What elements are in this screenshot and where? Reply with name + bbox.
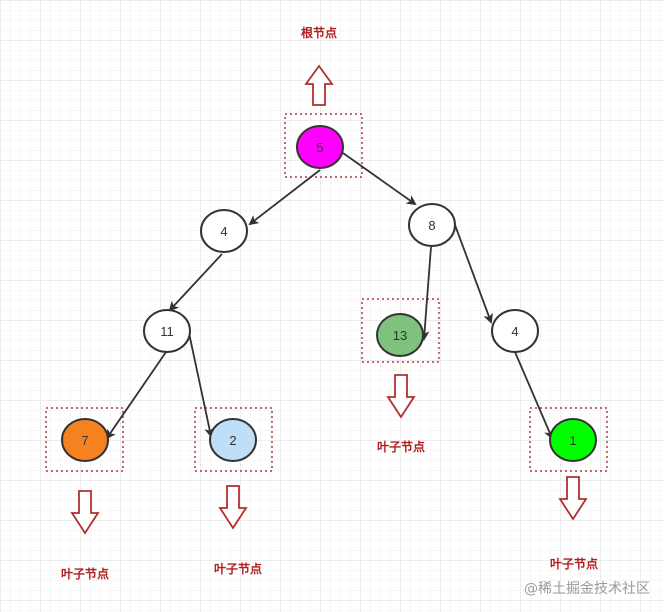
node-circle bbox=[376, 313, 424, 357]
node-label: 13 bbox=[393, 328, 407, 343]
tree-node-11: 11 bbox=[143, 309, 191, 353]
tree-node-1: 1 bbox=[549, 418, 597, 462]
node-label: 2 bbox=[229, 433, 236, 448]
node-circle bbox=[408, 203, 456, 247]
down-arrow-icon-1 bbox=[558, 476, 588, 521]
root-node-caption: 根节点 bbox=[301, 25, 337, 40]
down-arrow-icon-13 bbox=[386, 374, 416, 419]
tree-node-4-left: 4 bbox=[200, 209, 248, 253]
tree-node-7: 7 bbox=[61, 418, 109, 462]
edge-8-to-4 bbox=[454, 224, 493, 324]
watermark: @稀土掘金技术社区 bbox=[524, 581, 650, 597]
node-label: 7 bbox=[81, 433, 88, 448]
edge-4-to-1 bbox=[514, 351, 554, 440]
edge-5-to-8 bbox=[342, 152, 417, 206]
leaf-node-caption-1: 叶子节点 bbox=[550, 556, 598, 571]
tree-node-8: 8 bbox=[408, 203, 456, 247]
node-label: 5 bbox=[316, 140, 323, 155]
edge-11-to-7 bbox=[105, 351, 167, 440]
leaf-node-caption-7: 叶子节点 bbox=[61, 566, 109, 581]
down-arrow-icon-7 bbox=[70, 490, 100, 535]
tree-node-5: 5 bbox=[296, 125, 344, 169]
tree-node-4-right: 4 bbox=[491, 309, 539, 353]
down-arrow-icon-2 bbox=[218, 485, 248, 530]
node-circle bbox=[209, 418, 257, 462]
edge-11-to-2 bbox=[188, 332, 215, 438]
node-circle bbox=[549, 418, 597, 462]
node-circle bbox=[61, 418, 109, 462]
up-arrow-icon bbox=[304, 64, 334, 106]
tree-node-13: 13 bbox=[376, 313, 424, 357]
edge-4-to-11 bbox=[168, 253, 223, 312]
node-circle bbox=[296, 125, 344, 169]
tree-node-2: 2 bbox=[209, 418, 257, 462]
node-label: 4 bbox=[511, 324, 518, 339]
node-circle bbox=[200, 209, 248, 253]
leaf-node-caption-2: 叶子节点 bbox=[214, 561, 262, 576]
leaf-node-caption-13: 叶子节点 bbox=[377, 439, 425, 454]
node-circle bbox=[143, 309, 191, 353]
node-label: 11 bbox=[160, 324, 174, 339]
node-label: 4 bbox=[220, 224, 227, 239]
node-circle bbox=[491, 309, 539, 353]
edge-5-to-4 bbox=[248, 169, 321, 226]
edge-8-to-13 bbox=[419, 246, 432, 341]
node-label: 8 bbox=[428, 218, 435, 233]
node-label: 1 bbox=[569, 433, 576, 448]
